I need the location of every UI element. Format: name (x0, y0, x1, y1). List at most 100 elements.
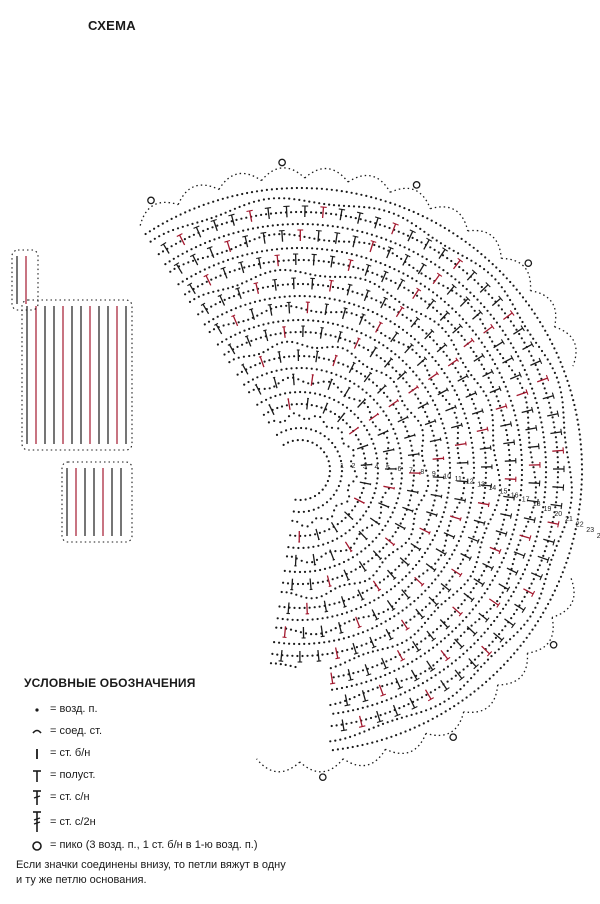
chain-stitch-mark (569, 476, 573, 479)
chain-stitch-mark (245, 341, 248, 344)
chain-stitch-mark (219, 300, 222, 304)
round-number: 8 (420, 469, 424, 476)
chain-stitch-mark (323, 435, 326, 438)
chain-stitch-mark (157, 253, 160, 256)
chain-stitch-mark (527, 520, 530, 523)
chain-stitch-mark (360, 193, 363, 196)
chain-stitch-mark (534, 540, 537, 543)
chain-stitch-mark (425, 258, 428, 261)
chain-stitch-mark (247, 380, 250, 384)
chain-stitch-mark (351, 509, 354, 512)
stitch-mark (276, 255, 279, 267)
chain-stitch-mark (396, 627, 399, 630)
chain-stitch-mark (518, 316, 522, 319)
chain-stitch-mark (470, 624, 473, 627)
chain-stitch-mark (212, 264, 215, 267)
chain-stitch-mark (507, 443, 510, 447)
stitch-mark (358, 561, 366, 571)
chain-stitch-mark (284, 392, 287, 395)
chain-stitch-mark (298, 294, 301, 298)
chain-stitch-mark (358, 241, 361, 244)
chain-stitch-mark (248, 265, 251, 268)
chain-stitch-mark (415, 279, 418, 283)
chain-stitch-mark (278, 233, 281, 236)
chain-stitch-mark (509, 298, 512, 302)
chain-stitch-mark (474, 621, 477, 624)
chain-stitch-mark (464, 365, 467, 369)
chain-stitch-mark (185, 250, 189, 253)
chain-stitch-mark (296, 654, 299, 658)
stitch-mark (378, 522, 381, 526)
chain-stitch-icon (35, 708, 39, 712)
scallop-mark (463, 684, 499, 713)
chain-stitch-mark (221, 313, 224, 316)
chain-stitch-mark (355, 683, 358, 686)
chain-stitch-mark (415, 374, 418, 377)
stitch-mark (473, 519, 485, 524)
chain-stitch-mark (405, 363, 408, 366)
chain-stitch-mark (431, 356, 434, 359)
stitch-mark (436, 272, 443, 277)
chain-stitch-mark (454, 262, 457, 266)
chain-stitch-mark (404, 425, 407, 428)
stitch-mark (374, 346, 378, 349)
stitch-mark (415, 316, 421, 321)
chain-stitch-mark (368, 601, 371, 604)
chain-stitch-mark (366, 232, 369, 235)
chain-stitch-mark (345, 685, 348, 689)
chain-stitch-mark (205, 218, 208, 221)
chain-stitch-mark (257, 352, 261, 356)
stitch-mark (387, 246, 394, 250)
chain-stitch-mark (480, 574, 483, 577)
chain-stitch-mark (424, 315, 427, 318)
chain-stitch-mark (449, 645, 453, 649)
chain-stitch-mark (301, 439, 304, 442)
chain-stitch-mark (402, 216, 405, 220)
chain-stitch-mark (285, 429, 288, 432)
chain-stitch-mark (580, 473, 584, 476)
chain-stitch-mark (502, 607, 505, 610)
chain-stitch-mark (453, 549, 456, 552)
chain-stitch-mark (365, 680, 368, 684)
stitch-mark (537, 443, 540, 450)
stitch-mark (205, 275, 212, 286)
stitch-mark (504, 460, 516, 462)
chain-stitch-mark (367, 560, 370, 563)
chain-stitch-mark (409, 618, 412, 621)
stitch-mark (268, 404, 275, 416)
chain-stitch-mark (294, 427, 298, 430)
chain-stitch-mark (436, 660, 439, 664)
chain-stitch-mark (280, 431, 283, 434)
chain-stitch-mark (407, 585, 410, 588)
chain-stitch-mark (535, 341, 538, 344)
chain-stitch-mark (279, 421, 282, 424)
chain-stitch-mark (404, 589, 407, 592)
chain-stitch-mark (451, 630, 454, 633)
stitch-mark (348, 258, 354, 262)
chain-stitch-mark (484, 471, 488, 474)
stitch-mark (435, 371, 439, 376)
chain-stitch-mark (384, 673, 387, 677)
chain-stitch-mark (373, 282, 376, 286)
stitch-mark (340, 729, 348, 732)
stitch-mark (274, 254, 280, 257)
chain-stitch-mark (349, 426, 352, 429)
chain-stitch-mark (426, 547, 429, 550)
chain-stitch-mark (437, 558, 440, 561)
chain-stitch-mark (499, 595, 502, 599)
chain-stitch-mark (489, 607, 492, 610)
chain-stitch-mark (197, 295, 200, 298)
chain-stitch-mark (312, 545, 315, 548)
chain-stitch-mark (555, 496, 558, 499)
chain-stitch-mark (552, 421, 555, 424)
chain-stitch-mark (472, 402, 475, 405)
chain-stitch-mark (386, 347, 389, 350)
chain-stitch-mark (402, 303, 405, 306)
chain-stitch-mark (491, 513, 494, 516)
chain-stitch-mark (489, 381, 492, 384)
chain-stitch-mark (405, 381, 408, 384)
chain-stitch-mark (303, 417, 306, 420)
chain-stitch-mark (466, 680, 469, 683)
chain-stitch-mark (390, 350, 393, 353)
chain-stitch-mark (447, 334, 450, 337)
